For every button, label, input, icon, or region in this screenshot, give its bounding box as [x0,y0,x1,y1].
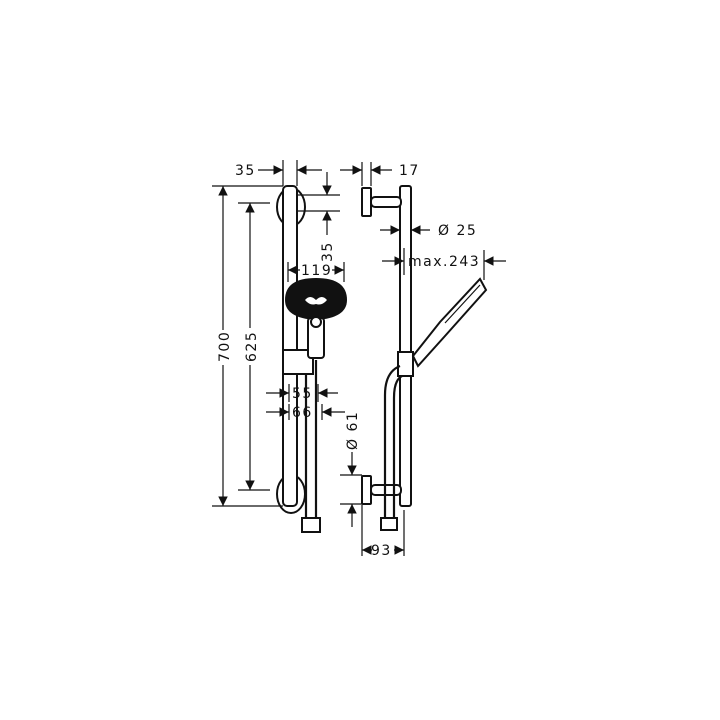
rail [282,185,298,507]
front-view: 35 35 119 700 625 55 [212,160,361,533]
dim-slider-outer: 66 [292,405,313,421]
dim-bracket-span: 625 [244,331,260,362]
dim-slider-inner: 55 [292,386,313,402]
dim-bracket-spacing: 35 [320,241,336,262]
side-view: 17 Ø 25 max.243 93 [340,162,506,559]
dim-wall-to-rail: 93 [371,543,392,559]
dim-total-height: 700 [217,331,233,362]
dim-rail-diameter: Ø 25 [438,223,477,239]
dim-hose-diameter: Ø 61 [345,411,361,450]
shower-head-front [285,278,347,359]
dim-bracket-depth: 17 [399,163,420,179]
hose-end [301,517,321,533]
side-rail [399,185,412,507]
dim-max-projection: max.243 [408,254,480,270]
dim-wall-offset-top: 35 [235,163,256,179]
dim-head-diameter: 119 [301,263,332,279]
hand-shower-side [411,277,488,368]
